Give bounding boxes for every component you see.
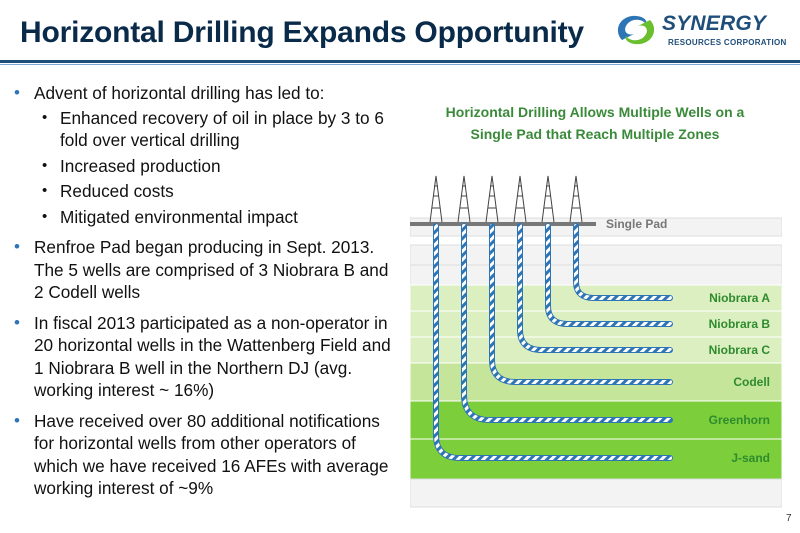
bullet-list: Advent of horizontal drilling has led to… <box>14 82 399 508</box>
zone-label-niobrara-b: Niobrara B <box>709 317 771 331</box>
bullet-item: In fiscal 2013 participated as a non-ope… <box>14 312 399 402</box>
zone-label-codell: Codell <box>733 375 770 389</box>
bullet-text: Advent of horizontal drilling has led to… <box>34 83 325 103</box>
drilling-diagram-svg: Single Pad Niobrara A Niobrara B Niobrar… <box>409 175 783 508</box>
wells <box>433 223 673 461</box>
company-logo: SYNERGY RESOURCES CORPORATION <box>612 8 792 54</box>
title-divider <box>0 60 800 63</box>
sub-bullet-item: Mitigated environmental impact <box>34 206 399 229</box>
derrick-icon <box>457 175 471 223</box>
bullet-item: Renfroe Pad began producing in Sept. 201… <box>14 236 399 304</box>
page-number: 7 <box>786 513 792 524</box>
bullet-item: Advent of horizontal drilling has led to… <box>14 82 399 228</box>
logo-name: SYNERGY <box>662 12 767 35</box>
title-divider-thin <box>0 64 800 65</box>
sub-bullet-item: Enhanced recovery of oil in place by 3 t… <box>34 107 399 152</box>
synergy-swirl-icon <box>617 15 655 45</box>
derrick-icon <box>513 175 527 223</box>
zone-label-niobrara-c: Niobrara C <box>709 343 771 357</box>
diagram-title-line1: Horizontal Drilling Allows Multiple Well… <box>445 104 745 120</box>
diagram-title: Horizontal Drilling Allows Multiple Well… <box>410 101 780 145</box>
slide-title: Horizontal Drilling Expands Opportunity <box>20 16 584 49</box>
derricks <box>429 175 583 223</box>
derrick-icon <box>541 175 555 223</box>
zone-label-niobrara-a: Niobrara A <box>709 291 770 305</box>
bullet-item: Have received over 80 additional notific… <box>14 410 399 500</box>
sub-bullet-item: Increased production <box>34 155 399 178</box>
derrick-icon <box>485 175 499 223</box>
sub-bullet-item: Reduced costs <box>34 180 399 203</box>
derrick-icon <box>569 175 583 223</box>
derrick-icon <box>429 175 443 223</box>
band-bottom <box>409 478 783 508</box>
zone-label-j-sand: J-sand <box>731 451 770 465</box>
single-pad-label: Single Pad <box>606 217 667 231</box>
single-pad-line <box>410 222 596 226</box>
diagram-title-line2: Single Pad that Reach Multiple Zones <box>470 126 720 142</box>
logo-subtitle: RESOURCES CORPORATION <box>668 38 787 47</box>
drilling-diagram: Single Pad Niobrara A Niobrara B Niobrar… <box>409 170 783 510</box>
zone-label-greenhorn: Greenhorn <box>709 413 770 427</box>
